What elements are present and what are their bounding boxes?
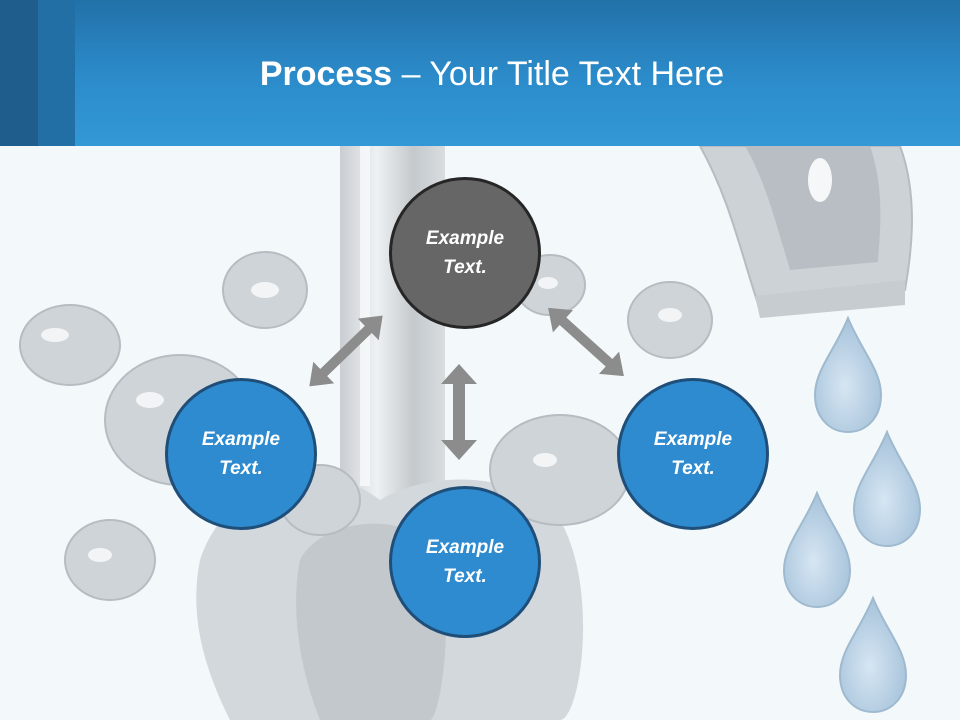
process-node-bottom: Example Text. [389, 486, 541, 638]
faucet-background-illustration [19, 146, 922, 720]
node-label: Example Text. [425, 537, 505, 587]
node-label: Example Text. [425, 228, 505, 278]
double-arrow-icon [441, 364, 477, 460]
node-label: Example Text. [653, 429, 733, 479]
faucet-icon [19, 146, 913, 720]
process-node-right: Example Text. [617, 378, 769, 530]
header-banner: Process – Your Title Text Here [0, 0, 960, 146]
water-drops-icon [782, 315, 922, 714]
page-title: Process – Your Title Text Here [0, 50, 960, 98]
node-label: Example Text. [201, 429, 281, 479]
double-arrow-icon [548, 307, 624, 377]
title-text: – Your Title Text Here [392, 55, 725, 93]
header-stripe [0, 0, 38, 146]
process-node-center: Example Text. [389, 177, 541, 329]
title-bold: Process [259, 55, 393, 93]
process-node-left: Example Text. [165, 378, 317, 530]
double-arrow-icon [309, 315, 383, 387]
header-stripe [38, 0, 75, 146]
